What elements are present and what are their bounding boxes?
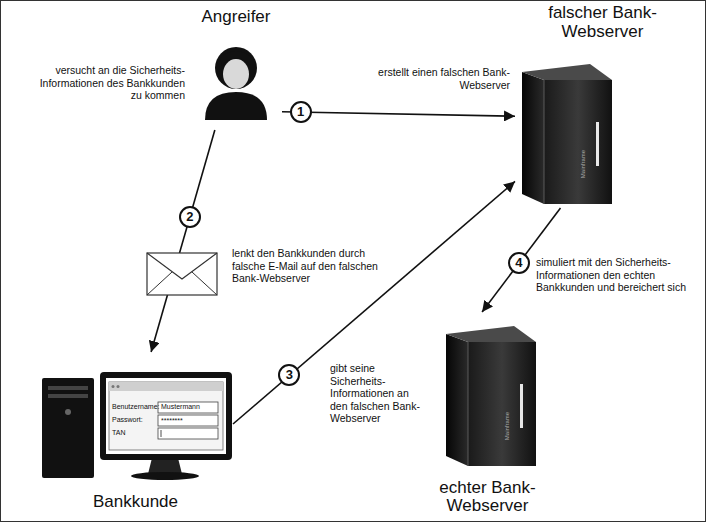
text-cursor <box>161 430 162 437</box>
form-label: TAN <box>112 429 158 437</box>
customer-computer: Bankkunde <box>38 352 233 512</box>
step-note: gibt seine Sicherheits-Informationen an … <box>330 362 422 425</box>
step-note: lenkt den Bankkunden durch falsche E-Mai… <box>232 247 384 285</box>
server-brand: Mainframe <box>504 406 511 446</box>
envelope-flap <box>147 253 217 279</box>
callout-number: 4 <box>508 252 530 274</box>
browser-dot <box>112 385 115 388</box>
callout-number: 2 <box>179 206 201 228</box>
input-field <box>158 402 218 413</box>
step-note: simuliert mit den Sicherheits-Informatio… <box>536 256 700 294</box>
envelope-fold <box>192 272 217 295</box>
monitor-stand <box>148 458 182 474</box>
envelope-fold <box>147 272 172 295</box>
person-face <box>223 59 249 89</box>
node-title: Angreifer <box>202 8 271 27</box>
input-field <box>158 415 218 426</box>
browser-bar <box>109 382 223 391</box>
arrow-connector <box>282 112 515 117</box>
node-title: echter Bank-Webserver <box>428 479 548 516</box>
person-hair <box>215 47 257 89</box>
arrow-connector <box>151 130 215 352</box>
real-server: echter Bank-Webserver <box>420 312 555 516</box>
step-note: versucht an die Sicherheits-Informatione… <box>30 64 185 102</box>
envelope-icon <box>147 253 217 295</box>
step-note: erstellt einen falschen Bank-Webserver <box>378 66 510 91</box>
pc-button <box>65 409 71 415</box>
arrow-connector <box>233 181 515 424</box>
pc-drive <box>48 386 88 390</box>
fake-server: falscher Bank-Webserver <box>515 4 690 208</box>
server-icon <box>446 326 536 466</box>
form-label: Passwort: <box>112 416 158 424</box>
pc-drive <box>48 394 88 398</box>
pc-tower <box>42 378 94 478</box>
person-body <box>205 92 267 120</box>
form-value: ******** <box>161 417 217 425</box>
browser-window <box>109 382 223 450</box>
form-label: Benutzername: <box>112 403 158 411</box>
monitor-base <box>131 472 199 480</box>
person-fringe <box>220 51 252 66</box>
callout-number: 1 <box>290 101 312 123</box>
monitor-screen <box>106 378 226 454</box>
node-title: falscher Bank-Webserver <box>533 4 673 41</box>
browser-dot <box>117 385 120 388</box>
monitor <box>100 372 232 460</box>
server-icon <box>522 64 612 204</box>
input-field <box>158 428 218 439</box>
node-title: Bankkunde <box>93 493 178 512</box>
callout-number: 3 <box>278 364 300 386</box>
form-value: Mustermann <box>161 403 217 411</box>
server-brand: Mainframe <box>580 144 587 184</box>
actor-attacker: Angreifer <box>190 8 282 130</box>
